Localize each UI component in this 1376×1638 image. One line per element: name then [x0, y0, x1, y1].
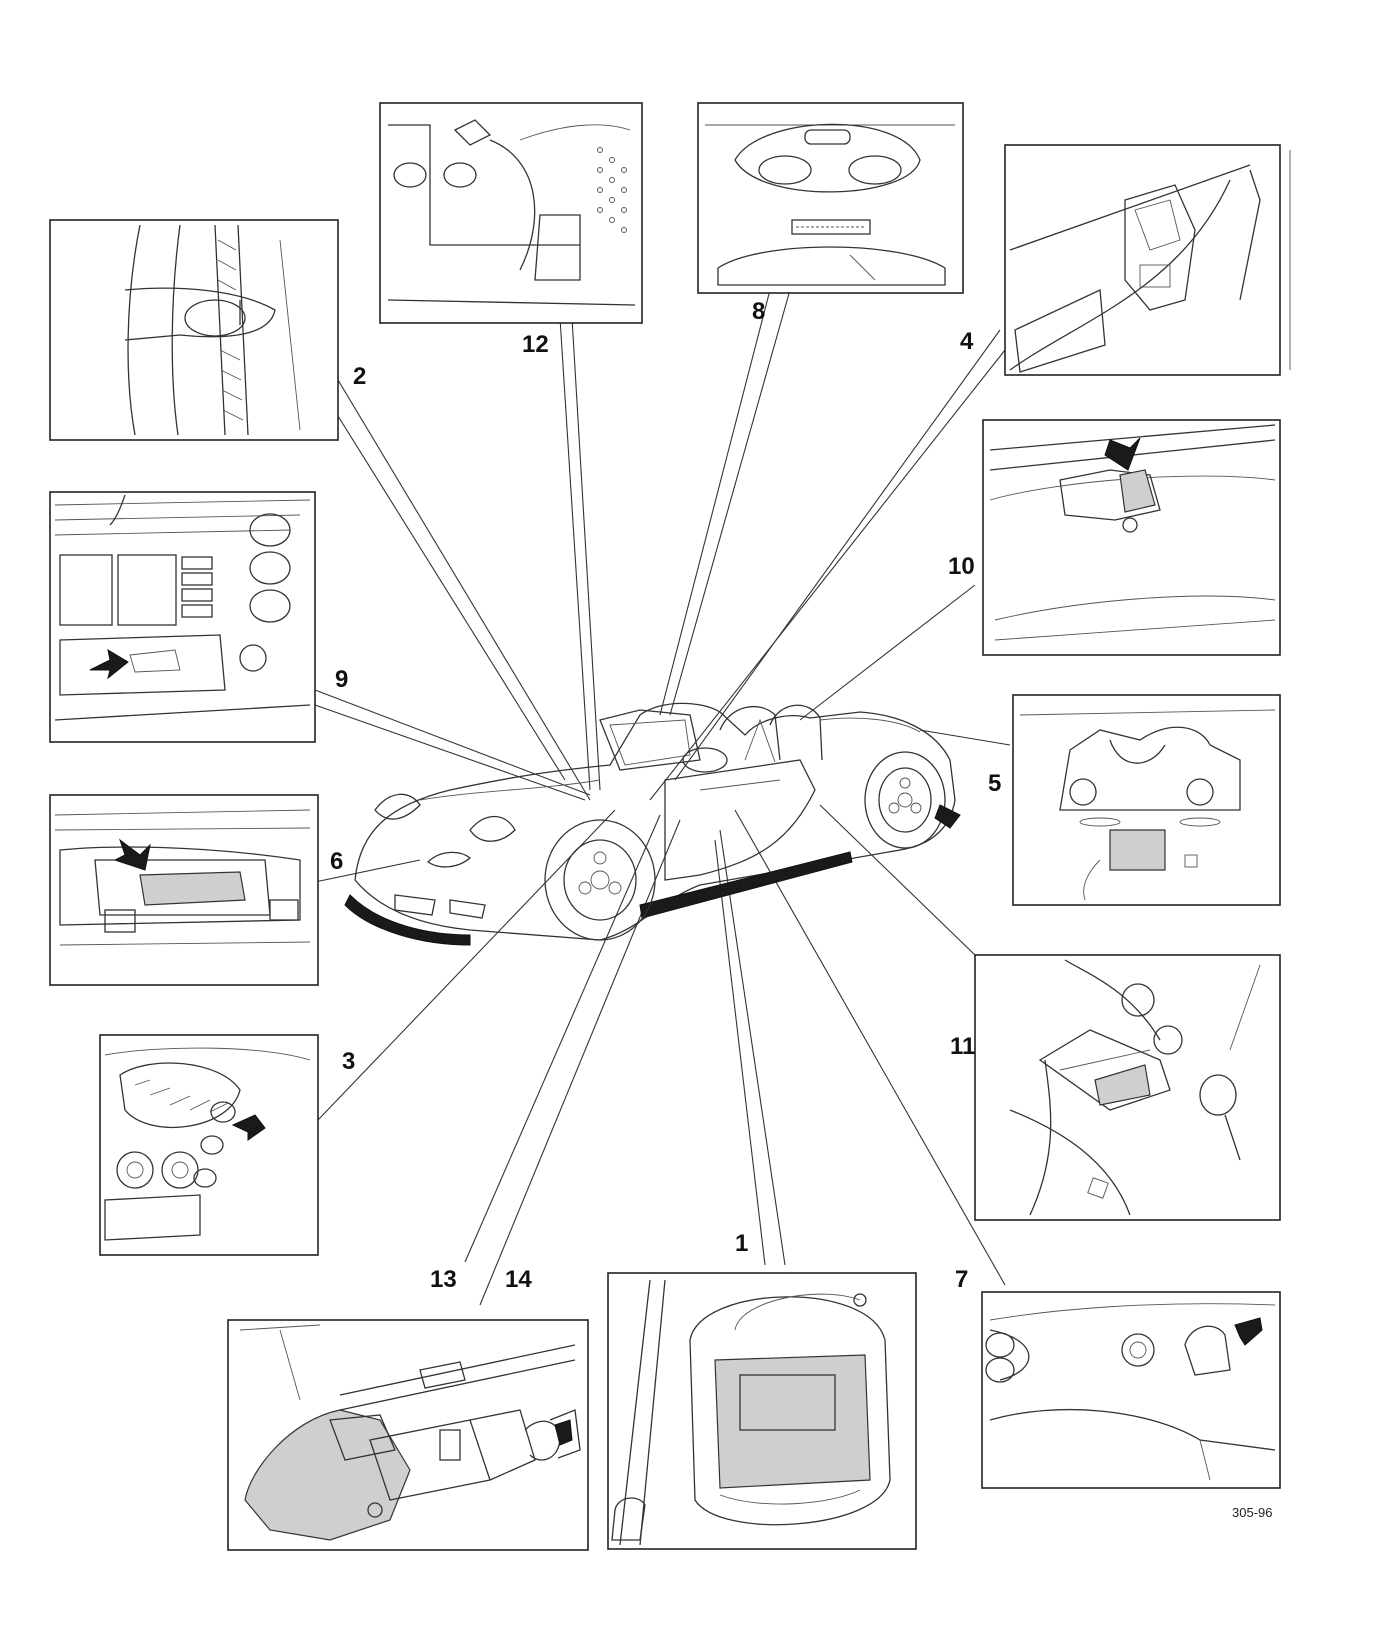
callout-label-5: 5 — [988, 770, 1002, 797]
leader-5 — [919, 729, 1011, 746]
panel-2-seatbelt-guide — [49, 219, 339, 441]
leader-3 — [317, 809, 616, 1121]
panel-4-door-lock — [1004, 144, 1281, 376]
callout-label-12: 12 — [522, 331, 549, 358]
leader-lines — [314, 289, 1011, 1306]
leader-4 — [674, 329, 1001, 781]
panel-7-door-handle — [981, 1291, 1281, 1489]
leader-8b — [669, 289, 791, 716]
panel-3-dash-switch — [99, 1034, 319, 1256]
leader-11 — [819, 804, 976, 956]
callout-label-14: 14 — [505, 1266, 532, 1293]
panel-1-control-unit — [607, 1272, 917, 1550]
leader-1b — [719, 829, 786, 1266]
leader-12b — [559, 317, 591, 791]
callout-label-10: 10 — [948, 553, 975, 580]
leader-1 — [714, 839, 766, 1266]
callout-label-1: 1 — [735, 1230, 749, 1257]
panel-8-interior-light — [697, 102, 964, 294]
callout-label-6: 6 — [330, 848, 344, 875]
panel-5-rear-latch — [1012, 694, 1281, 906]
leader-2b — [332, 407, 566, 781]
leader-12 — [571, 317, 601, 791]
leader-4b — [649, 349, 1006, 801]
callout-label-13: 13 — [430, 1266, 457, 1293]
leader-9b — [314, 704, 586, 801]
callout-label-9: 9 — [335, 666, 349, 693]
callout-label-8: 8 — [752, 298, 766, 325]
leader-14 — [479, 819, 681, 1306]
leader-8 — [659, 289, 771, 716]
leader-6 — [314, 859, 421, 883]
callout-label-11: 11 — [950, 1033, 976, 1060]
panel-11-belt-tensioner — [974, 954, 1281, 1221]
car-illustration — [344, 702, 961, 946]
leader-13 — [464, 814, 661, 1263]
leader-7 — [734, 809, 1006, 1286]
panel-10-latch — [982, 419, 1281, 656]
panel-6-front-latch — [49, 794, 319, 986]
leader-9 — [314, 689, 591, 796]
leader-2 — [337, 379, 591, 801]
leader-10 — [799, 584, 976, 721]
panel-12-battery-cable — [379, 102, 643, 324]
panel-9-radio — [49, 491, 316, 743]
callout-label-2: 2 — [353, 363, 367, 390]
callout-label-3: 3 — [342, 1048, 356, 1075]
callout-label-7: 7 — [955, 1266, 969, 1293]
callout-label-4: 4 — [960, 328, 974, 355]
panel-13-14-ignition-lock — [227, 1319, 589, 1551]
figure-reference: 305-96 — [1232, 1505, 1273, 1520]
